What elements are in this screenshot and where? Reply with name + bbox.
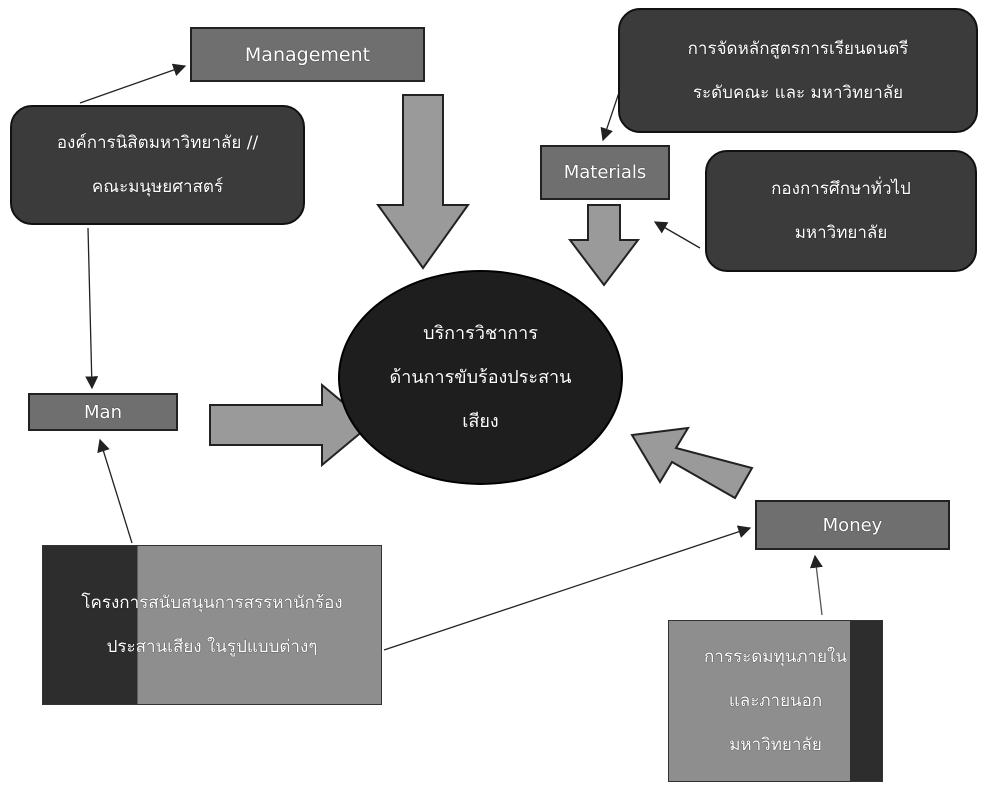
arrow-org-to-man [85, 227, 99, 390]
block-arrow-man [209, 382, 372, 468]
support-project-line-1: โครงการสนับสนุนการสรรหานักร้อง [81, 593, 343, 613]
materials-label: Materials [563, 162, 647, 183]
materials-box: Materials [540, 145, 670, 200]
general-education-line-2: มหาวิทยาลัย [794, 223, 888, 243]
money-label: Money [822, 514, 883, 536]
center-ellipse: บริการวิชาการ ด้านการขับร้องประสาน เสียง [338, 270, 623, 485]
management-box: Management [190, 27, 425, 82]
block-arrow-management [376, 94, 470, 270]
arrow-project-to-money [383, 525, 752, 651]
fundraising-line-3: มหาวิทยาลัย [729, 735, 822, 755]
fundraising-line-1: การระดมทุนภายใน [704, 647, 847, 667]
arrow-gen-to-materials [653, 221, 701, 249]
arrow-org-to-management [79, 63, 187, 104]
support-project-box: โครงการสนับสนุนการสรรหานักร้อง ประสานเสี… [42, 545, 382, 705]
center-line-2: ด้านการขับร้องประสาน [389, 366, 572, 388]
center-line-1: บริการวิชาการ [423, 322, 538, 344]
block-arrow-materials [567, 204, 641, 287]
curriculum-line-1: การจัดหลักสูตรการเรียนดนตรี [687, 38, 909, 59]
general-education-line-1: กองการศึกษาทั่วไป [771, 179, 911, 199]
arrow-project-to-man [97, 438, 133, 544]
general-education-box: กองการศึกษาทั่วไป มหาวิทยาลัย [705, 150, 977, 272]
center-line-3: เสียง [462, 410, 499, 432]
fundraising-box: การระดมทุนภายใน และภายนอก มหาวิทยาลัย [668, 620, 883, 782]
organization-line-1: องค์การนิสิตมหาวิทยาลัย // [56, 133, 259, 153]
organization-box: องค์การนิสิตมหาวิทยาลัย // คณะมนุษยศาสตร… [10, 105, 305, 225]
curriculum-line-2: ระดับคณะ และ มหาวิทยาลัย [692, 82, 904, 103]
man-label: Man [84, 401, 122, 423]
support-project-line-2: ประสานเสียง ในรูปแบบต่างๆ [106, 637, 318, 657]
curriculum-box: การจัดหลักสูตรการเรียนดนตรี ระดับคณะ และ… [618, 8, 978, 133]
fundraising-line-2: และภายนอก [728, 691, 823, 711]
organization-line-2: คณะมนุษยศาสตร์ [91, 177, 224, 197]
management-label: Management [244, 43, 371, 66]
man-box: Man [28, 393, 178, 431]
money-box: Money [755, 500, 950, 550]
arrow-fund-to-money [809, 554, 823, 616]
block-arrow-money [630, 426, 754, 500]
